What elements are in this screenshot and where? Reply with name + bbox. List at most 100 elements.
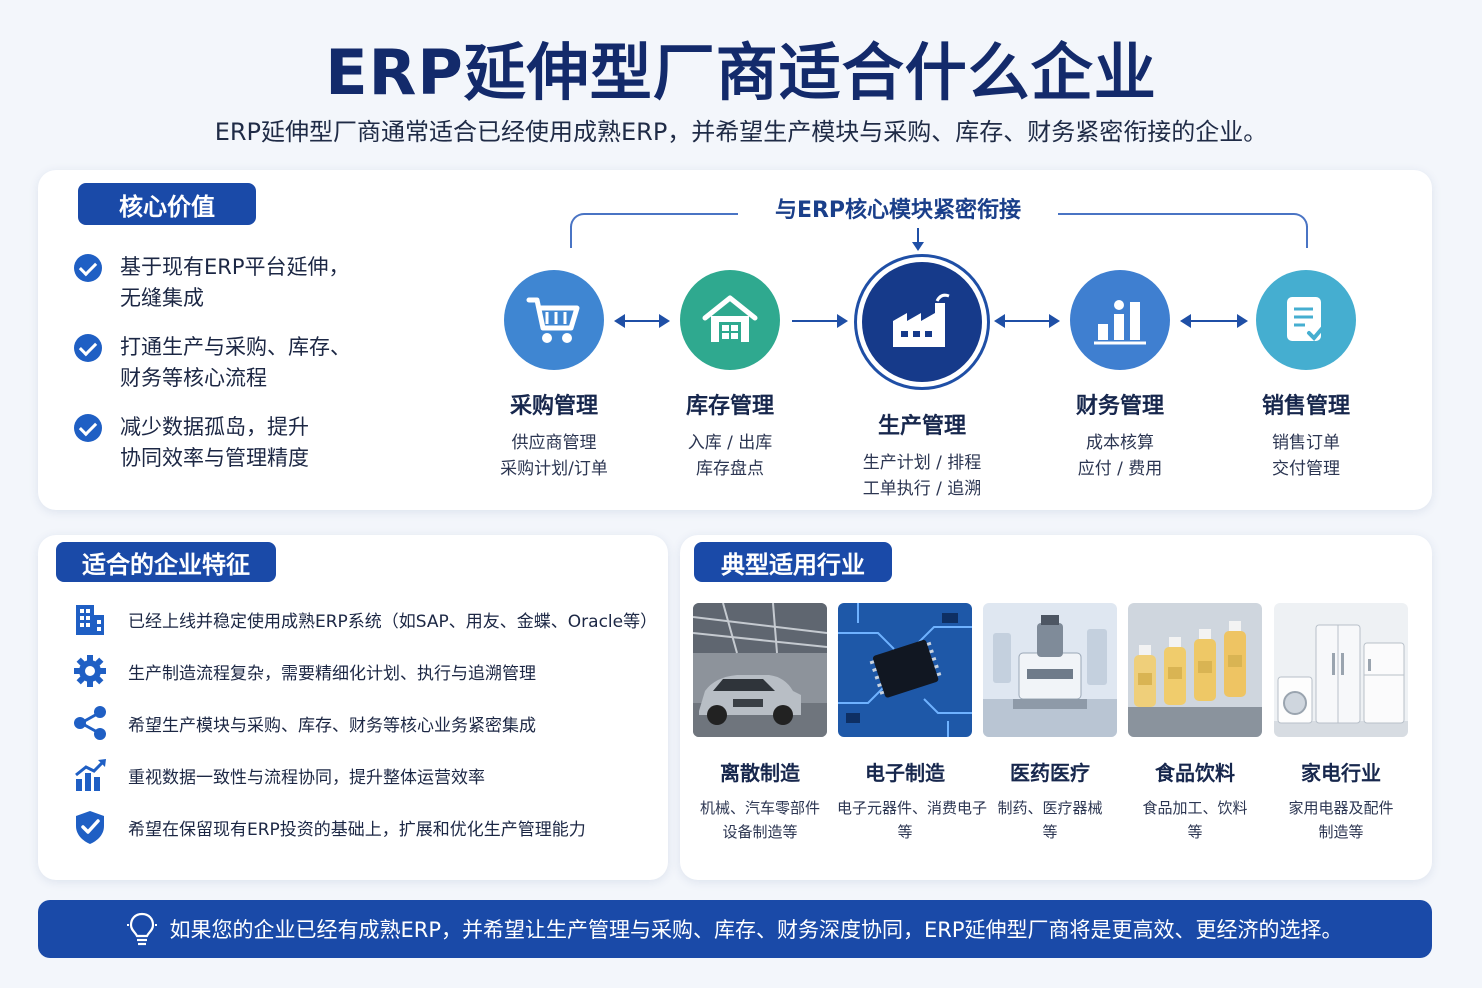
feature-text: 已经上线并稳定使用成熟ERP系统（如SAP、用友、金蝶、Oracle等）: [128, 612, 658, 632]
double-arrow-icon: [614, 314, 670, 328]
check-circle-icon: [74, 334, 102, 362]
feature-item: 生产制造流程复杂，需要精细化计划、执行与追溯管理: [72, 651, 662, 691]
document-icon: [1287, 297, 1327, 341]
module-icon-circle: [1256, 270, 1356, 370]
footer-banner: 如果您的企业已经有成熟ERP，并希望让生产管理与采购、库存、财务深度协同，ERP…: [38, 900, 1432, 958]
module-finance: 财务管理 成本核算 应付 / 费用: [1020, 270, 1220, 482]
typical-industries-panel: 典型适用行业 离散制造 机械、汽车零部件 设备制造等: [680, 535, 1432, 880]
feature-text: 希望生产模块与采购、库存、财务等核心业务紧密集成: [128, 716, 536, 736]
circuit-board-image: [838, 603, 972, 737]
industry-desc: 机械、汽车零部件: [699, 799, 820, 817]
module-name: 采购管理: [509, 394, 598, 419]
feature-item: 希望生产模块与采购、库存、财务等核心业务紧密集成: [72, 703, 662, 743]
module-production: 生产管理 生产计划 / 排程 工单执行 / 追溯: [822, 254, 1022, 502]
core-value-line: 财务等核心流程: [120, 366, 267, 390]
industry-desc: 等: [1187, 823, 1203, 841]
arrow-right-icon: [792, 314, 848, 328]
core-value-line: 打通生产与采购、库存、: [120, 335, 351, 359]
core-value-line: 协同效率与管理精度: [120, 446, 309, 470]
module-name: 生产管理: [877, 414, 966, 439]
module-desc: 销售订单: [1272, 433, 1340, 453]
core-value-pill: 核心价值: [78, 183, 256, 225]
module-desc: 应付 / 费用: [1077, 459, 1163, 479]
module-desc: 交付管理: [1272, 459, 1340, 479]
enterprise-features-panel: 适合的企业特征 已经上线并稳定使用成熟ERP系统（如SAP、用友、金蝶、Orac…: [38, 535, 668, 880]
warehouse-icon: [702, 295, 758, 342]
core-value-line: 减少数据孤岛，提升: [120, 415, 309, 439]
connector-line: [917, 228, 919, 244]
flow-label: 与ERP核心模块紧密衔接: [738, 192, 1058, 224]
module-icon-circle: [680, 270, 780, 370]
industry-desc: 制造等: [1318, 823, 1364, 841]
lab-equipment-image: [983, 603, 1117, 737]
feature-item: 希望在保留现有ERP投资的基础上，扩展和优化生产管理能力: [72, 807, 662, 847]
core-value-panel: 核心价值 基于现有ERP平台延伸， 无缝集成 打通生产与采购、库存、 财务等核心…: [38, 170, 1432, 510]
industry-name: 电子制造: [865, 761, 945, 785]
feature-text: 生产制造流程复杂，需要精细化计划、执行与追溯管理: [128, 664, 536, 684]
check-circle-icon: [74, 254, 102, 282]
feature-item: 重视数据一致性与流程协同，提升整体运营效率: [72, 755, 662, 795]
module-icon-circle: [1070, 270, 1170, 370]
industry-desc: 食品加工、饮料: [1142, 799, 1248, 817]
industry-name: 医药医疗: [1010, 761, 1090, 785]
module-inventory: 库存管理 入库 / 出库 库存盘点: [630, 270, 830, 482]
industry-desc: 等: [1042, 823, 1058, 841]
module-desc: 成本核算: [1086, 433, 1154, 453]
check-circle-icon: [74, 414, 102, 442]
module-desc: 工单执行 / 追溯: [862, 479, 982, 499]
bottle-line-image: [1128, 603, 1262, 737]
module-icon-circle: [504, 270, 604, 370]
lightbulb-icon: [127, 912, 158, 946]
connector-line: [1306, 226, 1308, 248]
industry-name: 家电行业: [1301, 761, 1381, 785]
connector-line: [570, 226, 572, 248]
building-icon: [76, 605, 104, 635]
industries-pill: 典型适用行业: [694, 542, 892, 582]
feature-text: 重视数据一致性与流程协同，提升整体运营效率: [128, 768, 485, 788]
module-desc: 采购计划/订单: [500, 459, 608, 479]
double-arrow-icon: [1180, 314, 1248, 328]
module-desc: 生产计划 / 排程: [862, 453, 982, 473]
industry-name: 离散制造: [720, 761, 800, 785]
car-factory-image: [693, 603, 827, 737]
module-purchase: 采购管理 供应商管理 采购计划/订单: [454, 270, 654, 482]
page-subtitle: ERP延伸型厂商通常适合已经使用成熟ERP，并希望生产模块与采购、库存、财务紧密…: [214, 118, 1268, 146]
industry-pharma: 医药医疗 制药、医疗器械 等: [982, 603, 1118, 844]
connector-line: [1056, 213, 1308, 227]
double-arrow-icon: [994, 314, 1060, 328]
footer-text: 如果您的企业已经有成熟ERP，并希望让生产管理与采购、库存、财务深度协同，ERP…: [169, 918, 1343, 942]
core-value-line: 无缝集成: [120, 286, 204, 310]
module-desc: 库存盘点: [696, 459, 764, 479]
industry-desc: 制药、医疗器械: [997, 799, 1103, 817]
shield-check-icon: [76, 811, 104, 844]
core-value-line: 基于现有ERP平台延伸，: [120, 255, 350, 279]
industry-food: 食品饮料 食品加工、饮料 等: [1127, 603, 1263, 844]
industry-desc: 设备制造等: [722, 823, 798, 841]
industry-desc: 等: [897, 823, 913, 841]
industry-desc: 家用电器及配件: [1288, 799, 1394, 817]
module-desc: 入库 / 出库: [687, 433, 773, 453]
module-desc: 供应商管理: [511, 433, 597, 453]
appliances-image: [1274, 603, 1408, 737]
industry-discrete: 离散制造 机械、汽车零部件 设备制造等: [692, 603, 828, 844]
module-highlight-ring: [854, 254, 990, 390]
module-name: 库存管理: [685, 394, 774, 419]
feature-text: 希望在保留现有ERP投资的基础上，扩展和优化生产管理能力: [128, 820, 586, 840]
module-name: 财务管理: [1075, 394, 1164, 419]
factory-icon: [893, 293, 950, 347]
page-title: ERP延伸型厂商适合什么企业: [325, 36, 1157, 109]
module-name: 销售管理: [1261, 394, 1350, 419]
bar-chart-icon: [1094, 300, 1146, 345]
industry-name: 食品饮料: [1155, 761, 1235, 785]
industry-electronics: 电子制造 电子元器件、消费电子 等: [837, 603, 988, 844]
features-pill: 适合的企业特征: [56, 542, 276, 582]
gear-icon: [74, 655, 106, 687]
growth-chart-icon: [75, 759, 106, 791]
cart-icon: [526, 297, 580, 343]
share-icon: [74, 706, 106, 740]
industry-desc: 电子元器件、消费电子: [837, 799, 988, 817]
arrow-down-icon: [912, 242, 924, 251]
industry-appliance: 家电行业 家用电器及配件 制造等: [1273, 603, 1409, 844]
module-icon-circle: [862, 262, 982, 382]
connector-line: [570, 213, 740, 227]
